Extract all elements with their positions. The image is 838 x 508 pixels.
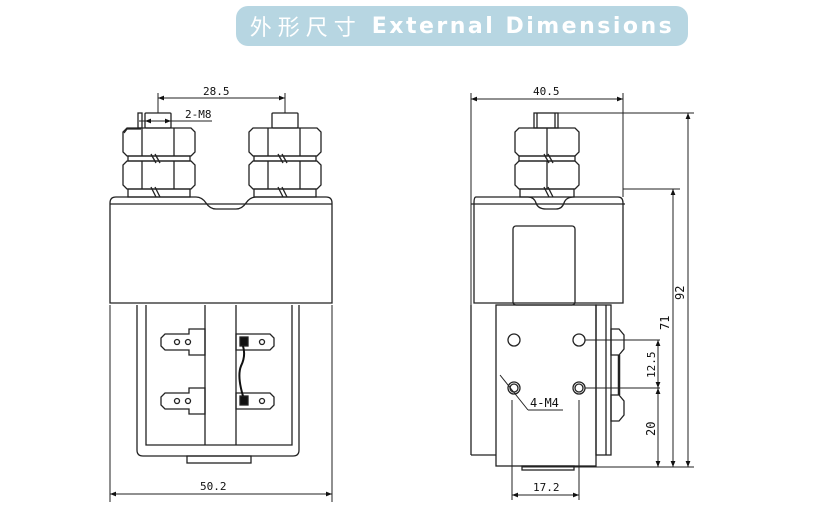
coil-terminal-left-bottom-icon <box>160 387 206 415</box>
coil-terminal-left-top-icon <box>160 328 206 356</box>
side-terminal-icon <box>514 112 580 198</box>
dim-mount-hole-height: 20 <box>644 422 658 436</box>
side-cap <box>473 196 624 304</box>
coil-terminal-right-top-icon <box>235 333 275 351</box>
dim-terminal-thread: 2-M8 <box>185 108 212 121</box>
dim-body-height: 71 <box>658 316 672 330</box>
mount-hole-icon <box>507 333 521 347</box>
title-chinese: 外形尺寸 <box>249 16 362 41</box>
front-view <box>109 112 333 464</box>
dim-mount-hole-horizontal-spacing: 17.2 <box>533 481 560 494</box>
dim-terminal-spacing: 28.5 <box>203 85 230 98</box>
diode-wire <box>238 345 246 397</box>
title-english: External Dimensions <box>371 13 675 39</box>
front-housing <box>136 305 300 457</box>
coil-terminal-right-bottom-icon <box>235 392 275 410</box>
side-view <box>470 112 625 471</box>
dim-mount-hole-thread: 4-M4 <box>530 396 559 410</box>
dim-mount-hole-vertical-spacing: 12.5 <box>645 352 658 379</box>
mount-hole-icon <box>507 381 521 395</box>
left-terminal-icon <box>122 112 196 198</box>
front-cap <box>109 196 333 304</box>
dim-overall-depth: 40.5 <box>533 85 560 98</box>
dim-overall-width: 50.2 <box>200 480 227 493</box>
right-terminal-icon <box>248 112 322 198</box>
side-window <box>512 225 576 306</box>
dim-overall-height: 92 <box>673 286 687 300</box>
mount-hole-icon <box>572 333 586 347</box>
title-banner: 外形尺寸 External Dimensions <box>236 6 688 46</box>
